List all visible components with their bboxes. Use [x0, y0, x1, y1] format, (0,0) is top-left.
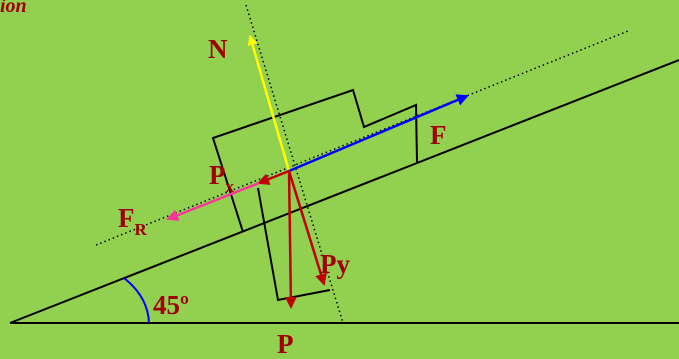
weight-arrow [284, 170, 297, 309]
block-lower-outline [257, 187, 331, 302]
py-component-label: Py [320, 249, 350, 279]
friction-force-arrow [166, 181, 260, 221]
px-component-arrow [257, 169, 290, 185]
incline-parallel-dotted-line [95, 30, 629, 246]
applied-force-arrow [288, 94, 469, 173]
py-component-arrow [287, 170, 327, 286]
normal-axis-dotted-line [245, 4, 344, 324]
px-component-label: Px [209, 160, 234, 196]
angle-label: 45º [153, 290, 189, 320]
normal-force-label: N [208, 34, 228, 64]
block-upper-outline [211, 88, 418, 233]
incline-line [9, 59, 679, 324]
applied-force-label: F [430, 120, 447, 150]
normal-force-arrow [247, 35, 291, 172]
diagram-title: ion [0, 0, 27, 17]
weight-label: P [277, 329, 294, 359]
px-component-label-subscript: x [225, 177, 235, 196]
friction-force-label: FR [118, 203, 147, 239]
angle-arc [123, 277, 150, 324]
friction-force-label-subscript: R [134, 220, 147, 239]
px-component-label-main: P [209, 160, 226, 190]
friction-force-label-main: F [118, 203, 135, 233]
